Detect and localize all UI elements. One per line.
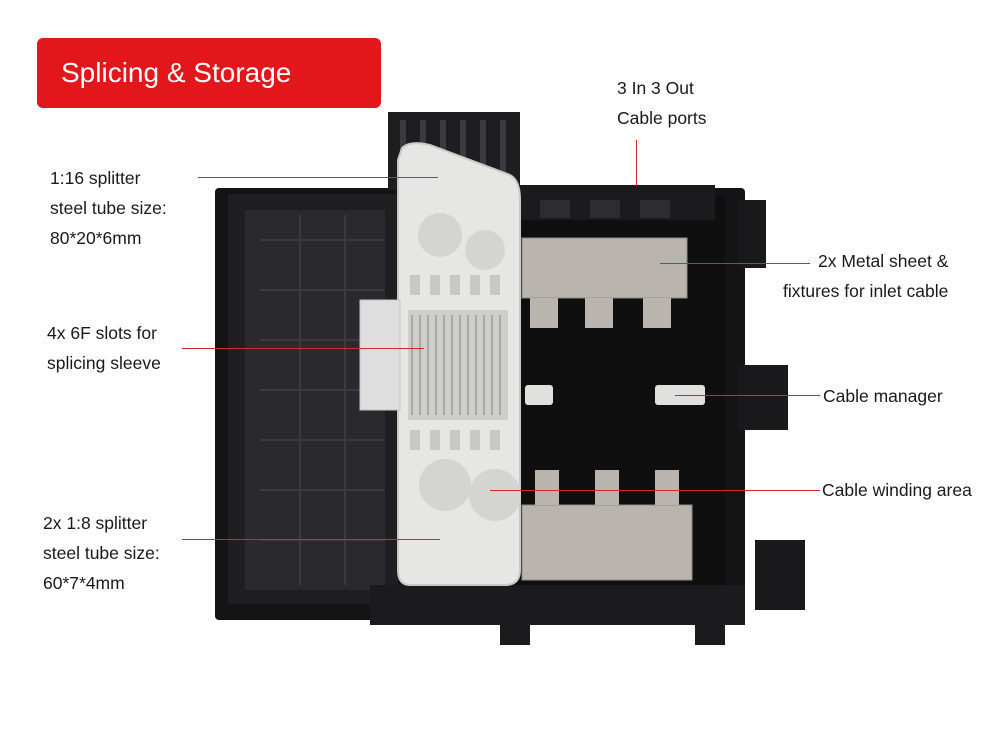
label-line: splicing sleeve <box>47 353 161 373</box>
label-line: Cable manager <box>823 386 943 406</box>
label-splitter-8: 2x 1:8 splitter steel tube size: 60*7*4m… <box>43 508 160 598</box>
leader-metal-sheet <box>660 263 810 264</box>
label-cable-manager: Cable manager <box>823 381 943 411</box>
label-line: 2x 1:8 splitter <box>43 513 148 533</box>
metal-sheets <box>521 237 693 581</box>
leader-splitter-8 <box>182 539 440 540</box>
banner-title: Splicing & Storage <box>61 57 292 88</box>
label-metal-sheet: 2x Metal sheet & fixtures for inlet cabl… <box>783 246 948 306</box>
splice-tray <box>359 142 521 586</box>
leader-splitter-16 <box>198 177 438 178</box>
leader-cable-ports <box>636 140 637 186</box>
leader-cable-winding <box>490 490 820 491</box>
label-line: 2x Metal sheet & <box>818 251 949 271</box>
label-line: fixtures for inlet cable <box>783 281 949 301</box>
label-line: 60*7*4mm <box>43 573 125 593</box>
label-line: 1:16 splitter <box>50 168 141 188</box>
label-splicing-slots: 4x 6F slots for splicing sleeve <box>47 318 161 378</box>
label-cable-winding: Cable winding area <box>822 475 972 505</box>
label-line: 4x 6F slots for <box>47 323 157 343</box>
section-banner: Splicing & Storage <box>37 38 381 108</box>
label-splitter-16: 1:16 splitter steel tube size: 80*20*6mm <box>50 163 167 253</box>
label-cable-ports: 3 In 3 Out Cable ports <box>617 73 707 133</box>
leader-cable-manager <box>675 395 820 396</box>
label-line: 80*20*6mm <box>50 228 142 248</box>
label-line: Cable winding area <box>822 480 972 500</box>
leader-splicing-slots <box>182 348 424 349</box>
label-line: 3 In 3 Out <box>617 78 694 98</box>
label-line: steel tube size: <box>50 198 167 218</box>
label-line: steel tube size: <box>43 543 160 563</box>
port-clips <box>738 200 805 610</box>
label-line: Cable ports <box>617 108 707 128</box>
